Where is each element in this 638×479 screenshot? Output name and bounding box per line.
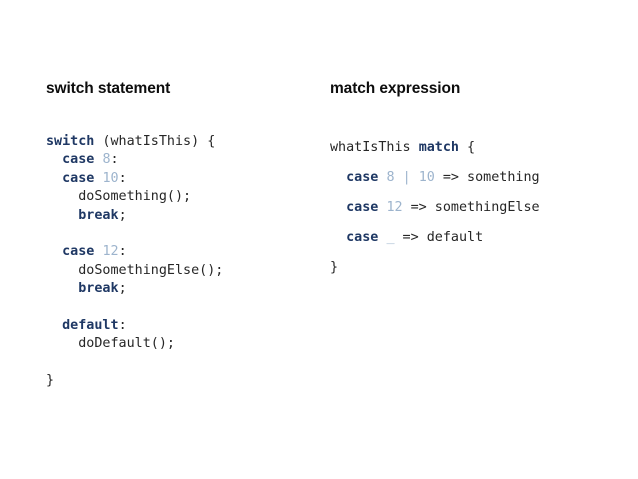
code-token-plain: [411, 170, 419, 185]
code-line: doDefault();: [46, 335, 223, 353]
code-line: doSomethingElse();: [46, 262, 223, 280]
code-token-plain: :: [118, 317, 127, 333]
code-token-plain: doSomethingElse();: [46, 262, 224, 278]
code-token-kw: match: [418, 140, 459, 155]
code-token-plain: }: [330, 260, 339, 275]
code-token-plain: [46, 152, 62, 167]
code-token-plain: => default: [394, 230, 484, 245]
match-expression-code-block: whatIsThis match { case 8 | 10 => someth…: [330, 133, 540, 283]
code-token-num: 8: [102, 152, 111, 168]
code-token-kw: case: [346, 170, 379, 185]
code-line: case 12:: [46, 243, 223, 261]
code-token-kw: case: [62, 244, 95, 260]
code-token-plain: [46, 318, 62, 333]
code-token-plain: [46, 281, 78, 296]
code-line: doSomething();: [46, 188, 223, 206]
code-token-plain: :: [110, 152, 119, 168]
code-line: case 10:: [46, 170, 223, 188]
code-token-plain: [330, 230, 346, 245]
code-token-num: 8: [386, 170, 395, 185]
code-token-plain: :: [118, 244, 127, 260]
code-token-plain: (whatIsThis) {: [94, 134, 216, 149]
code-token-kw: switch: [46, 134, 95, 149]
code-token-kw: default: [62, 317, 119, 333]
code-line: [46, 225, 223, 243]
code-token-plain: [330, 200, 346, 215]
code-token-kw: break: [78, 207, 119, 223]
code-token-plain: [46, 171, 62, 186]
code-token-plain: [395, 170, 403, 185]
code-token-plain: {: [459, 140, 476, 155]
code-token-plain: [46, 208, 78, 223]
code-token-plain: doDefault();: [46, 336, 175, 352]
code-token-kw: case: [62, 152, 95, 168]
code-token-plain: => somethingElse: [402, 200, 540, 215]
code-line: break;: [46, 280, 223, 298]
code-line: }: [330, 253, 540, 283]
code-token-plain: [330, 170, 346, 185]
code-token-num: 12: [102, 244, 119, 260]
switch-statement-heading: switch statement: [46, 80, 171, 97]
code-token-kw: case: [346, 230, 379, 245]
code-token-kw: break: [78, 281, 119, 297]
code-line: case 12 => somethingElse: [330, 193, 540, 223]
code-token-pipe: |: [402, 170, 411, 185]
switch-statement-code-block: switch (whatIsThis) { case 8: case 10: d…: [46, 133, 223, 390]
code-token-kw: case: [62, 170, 95, 186]
code-token-plain: }: [46, 373, 55, 389]
code-line: }: [46, 372, 223, 390]
match-expression-heading: match expression: [330, 80, 461, 97]
code-line: [46, 354, 223, 372]
code-token-plain: [46, 244, 62, 259]
code-line: case _ => default: [330, 223, 540, 253]
code-token-num: 10: [102, 170, 119, 186]
code-line: break;: [46, 207, 223, 225]
match-expression-column: match expression whatIsThis match { case…: [330, 0, 620, 479]
code-token-plain: ;: [118, 207, 127, 223]
code-line: case 8:: [46, 151, 223, 169]
switch-statement-column: switch statement switch (whatIsThis) { c…: [46, 0, 326, 479]
code-line: default:: [46, 317, 223, 335]
code-line: case 8 | 10 => something: [330, 163, 540, 193]
code-token-num: 10: [418, 170, 435, 185]
code-token-plain: ;: [118, 281, 127, 297]
code-token-num: 12: [386, 200, 403, 215]
code-token-kw: case: [346, 200, 379, 215]
code-line: switch (whatIsThis) {: [46, 133, 223, 151]
code-line: whatIsThis match {: [330, 133, 540, 163]
code-token-plain: whatIsThis: [330, 140, 419, 155]
code-token-wild: _: [386, 230, 395, 245]
code-line: [46, 299, 223, 317]
code-token-plain: => something: [434, 170, 540, 185]
code-token-plain: doSomething();: [46, 189, 192, 205]
code-token-plain: :: [118, 170, 127, 186]
